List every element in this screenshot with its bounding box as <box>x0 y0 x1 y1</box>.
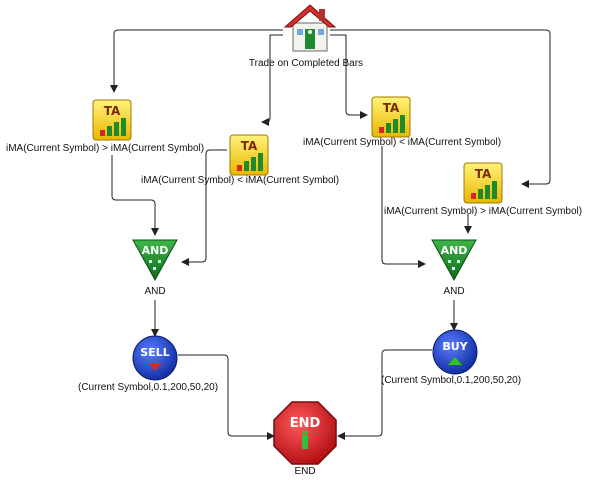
and-node-1-badge: AND <box>142 244 169 257</box>
ta-node-4[interactable]: TA <box>463 162 503 204</box>
arrow-down-icon <box>148 363 162 371</box>
start-node[interactable] <box>283 4 337 52</box>
end-node[interactable]: END <box>273 401 337 465</box>
end-node-badge: END <box>290 416 321 431</box>
ta-node-1-label: iMA(Current Symbol) > iMA(Current Symbol… <box>6 143 205 154</box>
dots-icon <box>149 260 161 270</box>
ta-node-4-badge: TA <box>475 167 492 181</box>
ta-node-4-label: iMA(Current Symbol) > iMA(Current Symbol… <box>384 206 583 217</box>
ta-node-1[interactable]: TA <box>92 99 132 141</box>
connector-start-ta4 <box>330 29 551 188</box>
ta-node-2[interactable]: TA <box>229 134 269 176</box>
bar-chart-icon <box>100 118 126 136</box>
buy-node-label: (Current Symbol,0.1,200,50,20) <box>381 375 522 386</box>
connector-ta2-and1 <box>181 149 227 266</box>
connector-sell-end <box>178 354 275 440</box>
start-label: Trade on Completed Bars <box>248 58 364 69</box>
end-marker-icon <box>302 435 308 449</box>
ta-node-2-badge: TA <box>241 139 258 153</box>
ta-node-3-badge: TA <box>383 101 400 115</box>
connector-buy-end <box>337 349 432 440</box>
and-node-1-label: AND <box>144 286 166 297</box>
ta-node-2-label: iMA(Current Symbol) < iMA(Current Symbol… <box>141 175 340 186</box>
connector-ta1-and1 <box>111 155 159 236</box>
and-node-2-label: AND <box>443 286 465 297</box>
connector-start-ta1 <box>110 29 283 93</box>
sell-node-badge: SELL <box>140 346 169 359</box>
end-node-label: END <box>294 466 316 477</box>
ta-node-3[interactable]: TA <box>371 96 411 138</box>
connector-start-ta2 <box>261 34 283 126</box>
bar-chart-icon <box>237 153 263 171</box>
connectors <box>110 29 551 440</box>
and-node-2-badge: AND <box>441 244 468 257</box>
bar-chart-icon <box>471 181 497 199</box>
buy-node-badge: BUY <box>442 340 468 353</box>
arrow-up-icon <box>448 357 462 365</box>
and-node-2[interactable]: AND <box>431 239 477 282</box>
buy-node[interactable]: BUY <box>432 329 478 375</box>
connector-start-ta3 <box>330 34 368 119</box>
connector-ta3-and2 <box>381 146 426 268</box>
sell-node[interactable]: SELL <box>132 335 178 381</box>
dots-icon <box>448 260 460 270</box>
bar-chart-icon <box>379 115 405 133</box>
ta-node-1-badge: TA <box>104 104 121 118</box>
house-icon <box>283 4 337 52</box>
ta-node-3-label: iMA(Current Symbol) < iMA(Current Symbol… <box>303 137 502 148</box>
and-node-1[interactable]: AND <box>132 239 178 282</box>
sell-node-label: (Current Symbol,0.1,200,50,20) <box>78 382 219 393</box>
